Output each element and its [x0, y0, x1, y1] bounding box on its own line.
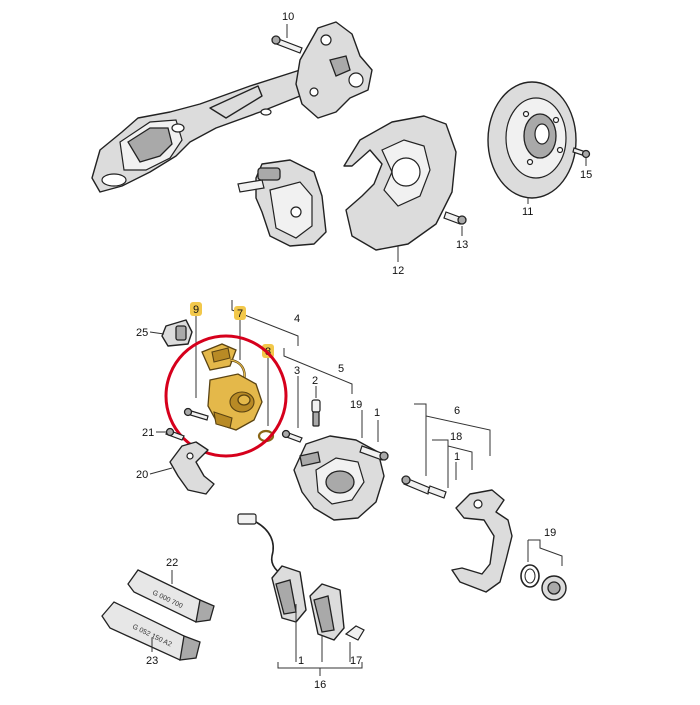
bracket-4	[231, 300, 299, 346]
callout-19a: 19	[350, 399, 362, 411]
brake-pad-outer	[309, 583, 345, 641]
bracket-20	[169, 441, 215, 495]
callout-15: 15	[580, 169, 592, 181]
callout-25: 25	[136, 327, 148, 339]
guide-pin-3	[281, 429, 303, 443]
callout-1a: 1	[374, 407, 380, 419]
callout-1b: 1	[454, 451, 460, 463]
axle-beam	[91, 69, 309, 193]
leader-25	[149, 331, 165, 335]
upper-caliper	[237, 159, 327, 247]
callout-5: 5	[338, 363, 344, 375]
callout-9-badge	[190, 302, 202, 316]
bracket-19b	[528, 539, 563, 566]
dust-shield	[343, 115, 457, 251]
part-25	[161, 319, 193, 347]
parking-brake-motor	[201, 343, 263, 431]
wear-sensor-cable	[237, 513, 285, 577]
brake-pad-inner	[271, 565, 307, 623]
callout-22: 22	[166, 557, 178, 569]
wheel-knuckle	[295, 21, 373, 119]
bolt-21	[165, 427, 185, 441]
bracket-18	[432, 439, 473, 470]
callout-11: 11	[522, 206, 533, 218]
bolt-10	[271, 35, 303, 54]
callout-18: 18	[450, 431, 462, 443]
callout-7-badge	[234, 306, 246, 320]
bracket-6	[414, 403, 491, 456]
grease-tube-22: G 000 700	[127, 569, 215, 623]
anti-rattle-clip-17	[344, 625, 365, 641]
bolt-13	[443, 211, 467, 225]
callout-7: 7	[237, 308, 243, 320]
bracket-5	[283, 348, 353, 394]
callout-2: 2	[312, 375, 318, 387]
focus-circle	[164, 334, 288, 458]
callout-16: 16	[314, 679, 326, 691]
bleeder-screw-2	[311, 399, 321, 427]
callout-13: 13	[456, 239, 468, 251]
seal-kit-19	[520, 564, 567, 601]
callout-20: 20	[136, 469, 148, 481]
callout-12: 12	[392, 265, 404, 277]
caliper-carrier	[451, 489, 513, 593]
callout-21: 21	[142, 427, 154, 439]
callout-23: 23	[146, 655, 158, 667]
callout-3: 3	[294, 365, 300, 377]
callout-1c: 1	[298, 655, 304, 667]
callout-17: 17	[350, 655, 362, 667]
screw-9	[183, 407, 209, 421]
callout-9: 9	[193, 304, 199, 316]
callout-19b: 19	[544, 527, 556, 539]
callout-6: 6	[454, 405, 460, 417]
brake-caliper	[293, 435, 385, 521]
callout-10: 10	[282, 11, 294, 23]
carrier-bolt	[401, 475, 447, 499]
leader-20	[149, 467, 173, 475]
brake-disc	[487, 81, 577, 199]
callout-4: 4	[294, 313, 300, 325]
screw-15	[572, 147, 591, 159]
bolt-19	[359, 445, 389, 461]
